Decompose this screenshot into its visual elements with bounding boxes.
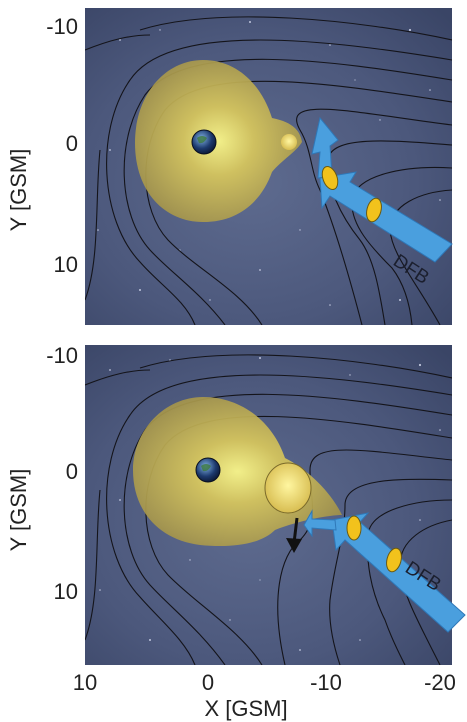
flux-bundle-icon bbox=[366, 197, 382, 223]
x-axis-label: X [GSM] bbox=[204, 696, 287, 721]
flow-arrow-icon bbox=[303, 509, 466, 633]
magnetic-field-lines bbox=[85, 16, 452, 325]
y-tick-label: 10 bbox=[54, 252, 78, 277]
flux-bundle-icon bbox=[346, 515, 362, 541]
plasmasphere bbox=[135, 60, 302, 222]
star-field bbox=[99, 357, 441, 651]
earth-icon bbox=[191, 129, 217, 155]
y-tick-label: 10 bbox=[54, 579, 78, 604]
y-tick-label: -10 bbox=[46, 343, 78, 368]
y-tick-label: 0 bbox=[66, 131, 78, 156]
flow-arrow-icon bbox=[311, 116, 453, 263]
plasmaspheric-plume-blob bbox=[281, 134, 297, 150]
x-tick-label: -20 bbox=[424, 670, 456, 695]
x-tick-label: 0 bbox=[202, 670, 214, 695]
flux-bundle-icon bbox=[321, 165, 339, 191]
y-tick-label: -10 bbox=[46, 14, 78, 39]
earth-continent bbox=[201, 464, 211, 472]
x-tick-label: -10 bbox=[310, 670, 342, 695]
x-axis: 10 0 -10 -20 X [GSM] bbox=[73, 670, 456, 721]
star-field bbox=[97, 21, 441, 306]
earth-icon bbox=[195, 457, 221, 483]
y-axis-top: -10 0 10 Y [GSM] bbox=[6, 14, 78, 277]
top-panel: DFB bbox=[85, 8, 453, 325]
y-axis-bottom: -10 0 10 Y [GSM] bbox=[6, 343, 78, 604]
y-tick-label: 0 bbox=[66, 459, 78, 484]
x-tick-label: 10 bbox=[73, 670, 97, 695]
drift-arrow-icon bbox=[286, 517, 302, 553]
earth-continent bbox=[197, 136, 207, 144]
y-axis-label: Y [GSM] bbox=[6, 469, 31, 552]
plasmaspheric-plume-blob bbox=[264, 462, 312, 514]
flux-bundle-icon bbox=[386, 547, 402, 573]
y-axis-label: Y [GSM] bbox=[6, 149, 31, 232]
bottom-panel: DFB bbox=[85, 345, 466, 665]
